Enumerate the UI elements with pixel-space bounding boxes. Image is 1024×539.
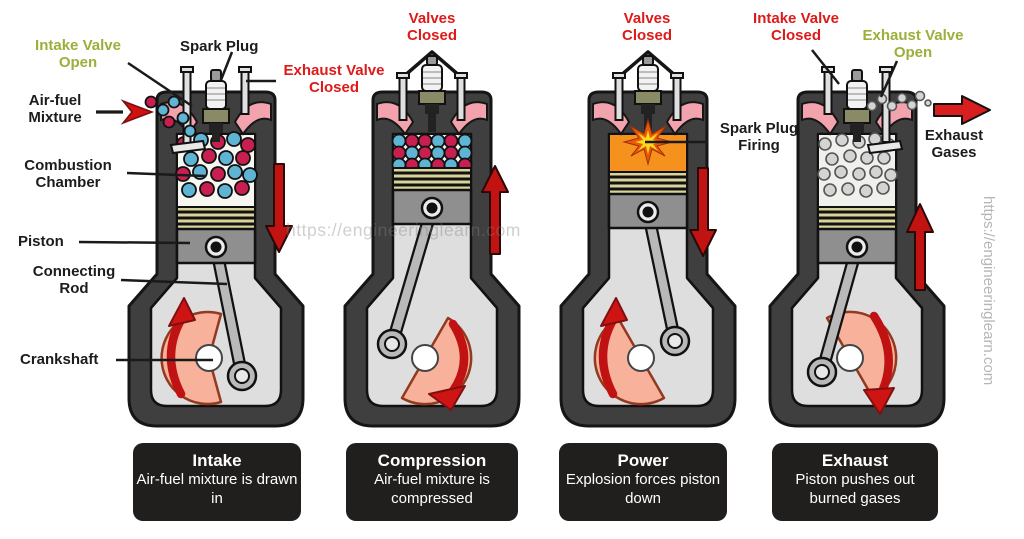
engine-intake-stroke	[127, 66, 305, 428]
piston	[607, 171, 689, 230]
watermark-vertical: https://engineeringlearn.com	[980, 196, 997, 386]
label-spark-plug: Spark Plug	[180, 38, 259, 55]
label-combustion-chamber: Combustion Chamber	[24, 157, 112, 192]
rotation-arrow	[166, 297, 196, 399]
exhaust-valve-closed	[454, 72, 468, 121]
rotation-arrow	[598, 297, 628, 399]
burned-gas-dots	[817, 132, 898, 198]
valve-tent	[401, 50, 463, 79]
caption-description: Explosion forces piston down	[565, 471, 721, 507]
caption-exhaust: Exhaust Piston pushes out burned gases	[772, 443, 938, 521]
rotation-arrow	[863, 311, 895, 415]
piston-motion-arrow-down	[689, 167, 717, 257]
caption-description: Air-fuel mixture is compressed	[374, 471, 490, 507]
label-valves-closed-power: Valves Closed	[621, 10, 672, 45]
caption-title: Compression	[377, 451, 487, 470]
label-spark-plug-firing: Spark Plug Firing	[719, 120, 799, 155]
piston-motion-arrow-up	[906, 203, 934, 291]
caption-description: Piston pushes out burned gases	[795, 471, 915, 507]
intake-valve-closed	[821, 66, 835, 115]
caption-title: Intake	[192, 451, 242, 470]
piston	[391, 167, 473, 226]
crankshaft-center	[411, 344, 439, 372]
crankshaft-center	[195, 344, 223, 372]
exhaust-flow-arrow	[933, 95, 991, 125]
spark-plug	[202, 69, 230, 142]
label-intake-valve-closed: Intake Valve Closed	[753, 10, 839, 45]
exhaust-valve-closed	[238, 66, 252, 115]
label-crankshaft: Crankshaft	[20, 351, 99, 368]
label-connecting-rod: Connecting Rod	[32, 263, 116, 298]
piston-motion-arrow-up	[481, 165, 509, 255]
label-exhaust-valve-closed: Exhaust Valve Closed	[283, 62, 385, 97]
piston	[816, 206, 898, 265]
exhaust-valve-closed	[670, 72, 684, 121]
intake-valve-closed	[396, 72, 410, 121]
label-exhaust-gases: Exhaust Gases	[924, 127, 984, 162]
piston-motion-arrow-down	[265, 163, 293, 253]
valve-tent	[617, 50, 679, 79]
piston	[175, 206, 257, 265]
engine-power-stroke	[559, 50, 737, 428]
spark-plug	[634, 55, 662, 132]
caption-title: Exhaust	[821, 451, 889, 470]
intake-valve-closed	[612, 72, 626, 121]
spark-plug	[843, 69, 871, 142]
crankshaft-center	[836, 344, 864, 372]
compressed-mixture-dots	[391, 133, 473, 173]
watermark-horizontal: https://engineeringlearn.com	[286, 220, 521, 240]
label-air-fuel-mixture: Air-fuel Mixture	[28, 92, 82, 127]
engine-exhaust-stroke	[768, 66, 991, 428]
crankshaft-center	[627, 344, 655, 372]
caption-description: Air-fuel mixture is drawn in	[136, 471, 298, 507]
caption-power: Power Explosion forces piston down	[559, 443, 727, 521]
exhaust-gas-stream-dots	[866, 90, 932, 112]
label-exhaust-valve-open: Exhaust Valve Open	[862, 27, 964, 62]
engine-compression-stroke	[343, 50, 521, 428]
spark-plug	[418, 55, 446, 132]
label-intake-valve-open: Intake Valve Open	[35, 37, 121, 72]
caption-intake: Intake Air-fuel mixture is drawn in	[133, 443, 301, 521]
rotation-arrow	[428, 319, 469, 411]
label-valves-closed-compression: Valves Closed	[406, 10, 457, 45]
label-piston: Piston	[18, 233, 64, 250]
caption-compression: Compression Air-fuel mixture is compress…	[346, 443, 518, 521]
caption-title: Power	[617, 451, 669, 470]
